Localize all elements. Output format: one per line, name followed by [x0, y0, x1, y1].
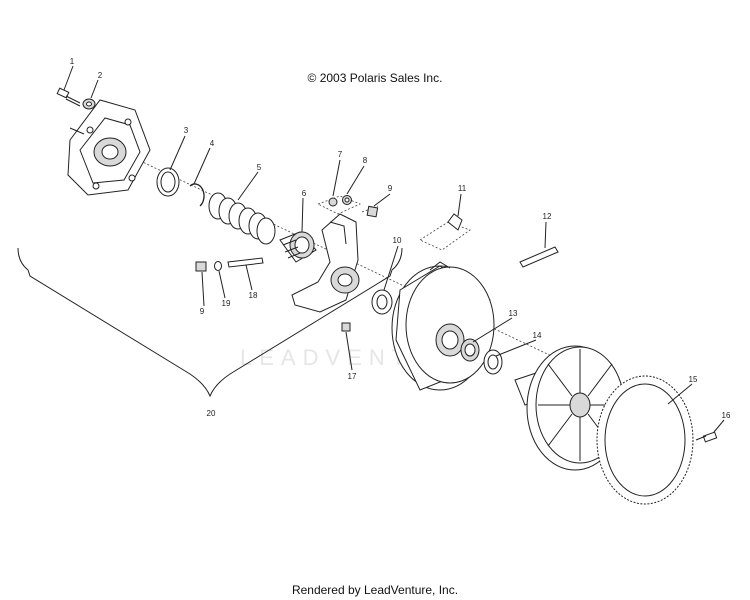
group-20-bracket	[17, 247, 403, 398]
callout-labels: 1 2 3 4 5 6 7 8 9 9 10 11 12 13 14 15 16…	[70, 57, 731, 420]
leader-lines	[63, 65, 725, 433]
callout-5: 5	[257, 163, 262, 172]
part-14-seal[interactable]	[483, 349, 503, 375]
part-13-bearing[interactable]	[460, 338, 480, 362]
assembly-axis-line	[74, 129, 561, 361]
footer-credit: Rendered by LeadVenture, Inc.	[291, 583, 459, 597]
part-7-roller[interactable]	[316, 195, 362, 215]
callout-7: 7	[338, 150, 343, 159]
callout-12: 12	[543, 212, 552, 221]
part-9-nut-upper[interactable]	[361, 205, 379, 218]
part-5-spring[interactable]	[208, 192, 276, 245]
part-spider-arm[interactable]	[291, 213, 360, 313]
callout-3: 3	[184, 126, 189, 135]
part-2-nut[interactable]	[82, 98, 96, 110]
part-9-nut-lower[interactable]	[195, 261, 207, 272]
callout-1: 1	[70, 57, 75, 66]
callout-4: 4	[210, 139, 215, 148]
part-17-nut[interactable]	[341, 322, 351, 332]
part-19-washer[interactable]	[214, 261, 222, 271]
callout-20: 20	[207, 409, 216, 418]
part-1-bolt[interactable]	[56, 87, 81, 107]
copyright-notice: © 2003 Polaris Sales Inc.	[307, 71, 443, 85]
part-12-pin[interactable]	[519, 246, 559, 268]
part-3-ring[interactable]	[156, 167, 180, 197]
callout-15: 15	[689, 375, 698, 384]
callout-6: 6	[302, 189, 307, 198]
part-10-washer[interactable]	[371, 289, 393, 315]
callout-14: 14	[533, 331, 542, 340]
callout-17: 17	[348, 372, 357, 381]
part-15-ring-gear[interactable]	[596, 375, 694, 505]
callout-13: 13	[509, 309, 518, 318]
part-8-roller[interactable]	[342, 195, 352, 205]
callout-19: 19	[222, 299, 231, 308]
callout-9-upper: 9	[388, 184, 393, 193]
callout-11: 11	[458, 184, 467, 193]
part-main-sheave[interactable]	[391, 261, 495, 391]
callout-9-lower: 9	[200, 307, 205, 316]
part-6-bushing[interactable]	[279, 231, 317, 263]
callout-16: 16	[722, 411, 731, 420]
callout-18: 18	[249, 291, 258, 300]
part-18-pin[interactable]	[227, 257, 264, 268]
callout-8: 8	[363, 156, 368, 165]
part-16-bolt[interactable]	[695, 431, 718, 443]
callout-10: 10	[393, 236, 402, 245]
callout-2: 2	[98, 71, 103, 80]
part-4-snap-ring[interactable]	[189, 183, 205, 207]
part-11-bracket[interactable]	[419, 213, 471, 251]
part-cover-housing[interactable]	[67, 99, 151, 196]
